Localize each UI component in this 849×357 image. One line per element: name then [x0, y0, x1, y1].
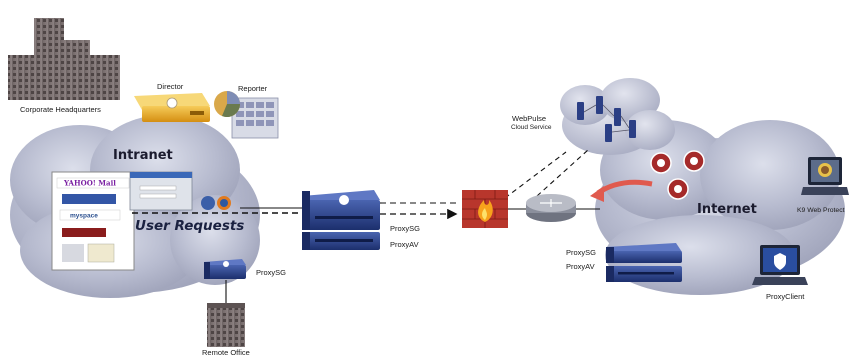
- right-proxyav-appliance-icon: [606, 266, 682, 282]
- router-icon: [526, 194, 576, 222]
- webpulse-servers-icon: [577, 96, 636, 142]
- branch-proxysg-appliance-icon: [204, 259, 246, 279]
- corporate-hq-building-icon: [8, 18, 120, 100]
- intranet-label: Intranet: [113, 148, 173, 163]
- right-proxysg-appliance-icon: [606, 243, 682, 263]
- internet-label: Internet: [697, 202, 757, 217]
- remote-office-building-icon: [207, 303, 245, 347]
- director-label: Director: [157, 82, 184, 91]
- center-proxysg-appliance-icon: [302, 190, 380, 230]
- browser-logo-myspace: myspace: [70, 213, 98, 220]
- webpulse-label: WebPulse: [512, 114, 547, 123]
- reporter-label: Reporter: [238, 84, 268, 93]
- firewall-icon: [462, 190, 508, 228]
- k9-label: K9 Web Protect: [797, 207, 845, 214]
- browser-window: [51, 171, 231, 271]
- branch-proxysg-label: ProxySG: [256, 268, 287, 277]
- director-appliance-icon: [134, 93, 210, 122]
- connection-lines: [132, 149, 600, 305]
- proxyclient-label: ProxyClient: [766, 292, 805, 301]
- reporter-icon: [214, 91, 279, 139]
- threat-arrowhead: [590, 186, 604, 202]
- cloud-service-label: Cloud Service: [511, 124, 552, 131]
- center-proxysg-label: ProxySG: [390, 224, 421, 233]
- center-proxyav-label: ProxyAV: [390, 240, 419, 249]
- corporate-hq-label: Corporate Headquarters: [20, 105, 101, 114]
- threat-icons: [650, 150, 705, 200]
- k9-laptop-icon: [801, 157, 849, 195]
- user-requests-label: User Requests: [135, 218, 245, 234]
- center-proxyav-appliance-icon: [302, 232, 380, 250]
- browser-logo-yahoo: YAHOO! Mail: [63, 179, 116, 188]
- right-proxysg-label: ProxySG: [566, 248, 597, 257]
- right-proxyav-label: ProxyAV: [566, 262, 595, 271]
- proxyclient-laptop-icon: [752, 245, 808, 285]
- webpulse-cloud: [560, 78, 675, 155]
- remote-office-label: Remote Office: [202, 348, 250, 357]
